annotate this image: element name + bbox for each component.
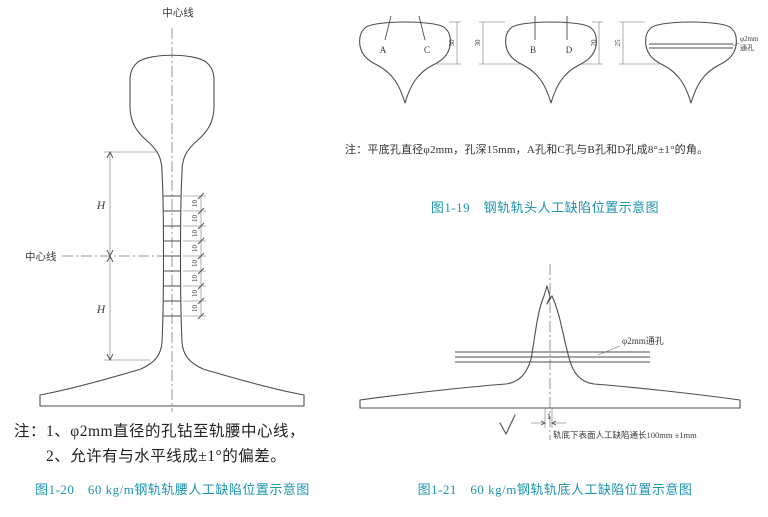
head-through-hole-label-2: 通孔 xyxy=(740,43,754,52)
head-section-1-outline xyxy=(359,21,451,104)
svg-text:10: 10 xyxy=(191,200,199,208)
head-section-2-right-dim: 20 xyxy=(580,21,603,65)
svg-text:10: 10 xyxy=(191,275,199,283)
head-section-2-vertical-holes xyxy=(534,16,568,40)
base-hole-label: φ2mm通孔 xyxy=(622,336,664,346)
svg-text:30: 30 xyxy=(474,39,482,47)
head-section-1-right-dim: 30 xyxy=(435,21,461,65)
dim-h-lower: H xyxy=(96,304,106,316)
head-note: 注：平底孔直径φ2mm，孔深15mm，A孔和C孔与B孔和D孔成8°±1°的角。 xyxy=(345,144,709,156)
web-hole-extension-lines xyxy=(183,195,206,317)
figure-1-21-caption: 图1-21 60 kg/m钢轨轨底人工缺陷位置示意图 xyxy=(417,482,693,497)
figure-1-19-caption: 图1-19 钢轨轨头人工缺陷位置示意图 xyxy=(430,200,660,215)
web-note-line1: 注：1、φ2mm直径的孔钻至轨腰中心线， xyxy=(14,423,306,440)
head-section-3-left-dim: 25 xyxy=(614,21,661,65)
base-defect-width-dim: 1 xyxy=(531,408,566,428)
hole-label-a: A xyxy=(380,45,387,55)
base-through-hole-lines xyxy=(455,351,650,363)
head-section-2-left-dim: 30 xyxy=(474,21,521,65)
svg-text:10: 10 xyxy=(191,260,199,268)
rail-base-drawing: φ2mm通孔 1 轨底下表面人工缺陷通长100mm ±1mm xyxy=(359,264,741,440)
base-defect-note: 轨底下表面人工缺陷通长100mm ±1mm xyxy=(553,430,697,440)
rail-outline xyxy=(39,54,305,407)
hole-label-d: D xyxy=(566,45,573,55)
svg-text:25: 25 xyxy=(614,39,622,47)
head-section-2-outline xyxy=(505,21,597,104)
dim-1-label: 1 xyxy=(547,411,551,421)
base-hole-leader-line xyxy=(597,345,621,356)
rail-head-sections-drawing: A C 30 B D 30 20 xyxy=(359,15,759,104)
center-line-top-label: 中心线 xyxy=(162,6,194,19)
svg-text:10: 10 xyxy=(191,215,199,223)
head-section-3-through-hole-lines xyxy=(649,42,740,49)
head-section-3-outline xyxy=(645,21,737,104)
rail-web-drawing: 中心线 xyxy=(25,6,305,412)
svg-text:30: 30 xyxy=(448,39,456,47)
svg-text:10: 10 xyxy=(191,290,199,298)
head-section-1-angled-holes xyxy=(384,15,426,41)
web-note-line2: 2、允许有与水平线成±1°的偏差。 xyxy=(46,448,287,465)
svg-text:10: 10 xyxy=(191,230,199,238)
web-hole-marks xyxy=(163,195,181,317)
figure-1-20-caption: 图1-20 60 kg/m钢轨轨腰人工缺陷位置示意图 xyxy=(35,482,310,497)
rail-base-outline xyxy=(359,285,741,409)
dim-h-upper: H xyxy=(96,200,106,212)
center-line-left-label: 中心线 xyxy=(25,250,57,263)
head-through-hole-label-1: φ2mm xyxy=(740,35,759,43)
svg-text:20: 20 xyxy=(590,39,598,47)
hole-label-b: B xyxy=(530,45,536,55)
hole-label-c: C xyxy=(424,45,430,55)
svg-text:10: 10 xyxy=(191,305,199,313)
web-dimension-ticks xyxy=(197,192,205,320)
surface-check-mark-icon xyxy=(499,414,516,435)
web-spacing-dim-labels: 10 10 10 10 10 10 10 10 xyxy=(191,200,199,313)
svg-text:10: 10 xyxy=(191,245,199,253)
